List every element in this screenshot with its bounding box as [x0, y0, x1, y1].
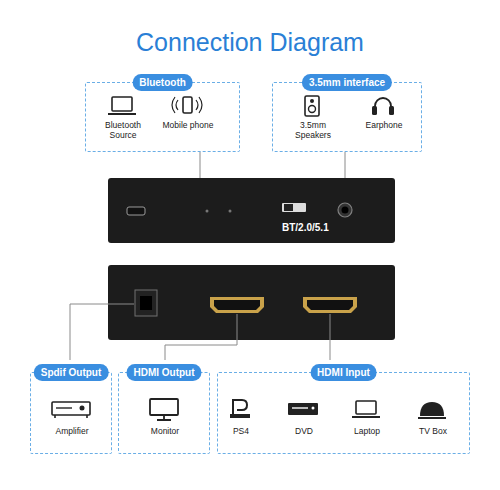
device-rear-view	[108, 265, 395, 340]
device-label: TV Box	[411, 427, 455, 437]
speaker-icon	[309, 106, 316, 113]
laptop-icon	[356, 401, 376, 414]
leader-line	[70, 304, 134, 360]
device-label: Monitor	[125, 427, 205, 437]
earphone-icon	[375, 98, 391, 112]
laptop-icon	[112, 97, 132, 111]
connection-panel: 3.5mm interface3.5mm SpeakersEarphone	[272, 82, 422, 152]
dvd-icon	[312, 407, 315, 410]
phone-icon	[183, 97, 192, 113]
leader-line	[165, 314, 237, 360]
panel-heading: HDMI Output	[126, 364, 201, 381]
micro-usb-port	[127, 207, 145, 215]
laptop-icon	[352, 416, 380, 418]
connection-panel: HDMI InputPS4DVDLaptopTV Box	[217, 372, 470, 454]
connector-line	[200, 152, 201, 178]
mode-label: BT/2.0/5.1	[282, 222, 329, 234]
hdmi-port-hole	[214, 300, 260, 310]
switch-slider	[284, 204, 293, 211]
speaker-icon	[310, 99, 314, 103]
led	[206, 210, 209, 213]
panel-heading: Bluetooth	[132, 74, 193, 91]
speaker-icon	[305, 96, 319, 116]
audio-jack-hole	[342, 207, 349, 214]
device-label: 3.5mm Speakers	[282, 121, 344, 141]
device-box: BT/2.0/5.1	[108, 178, 395, 243]
audio-jack	[338, 203, 352, 217]
leader-line	[330, 314, 331, 360]
device-label: Amplifier	[35, 427, 109, 437]
hdmi-port	[210, 297, 264, 313]
tv-box-icon	[420, 402, 444, 416]
connector-line	[345, 152, 346, 178]
signal-waves	[172, 97, 202, 113]
amplifier-icon	[55, 415, 87, 418]
ps4-icon	[230, 414, 250, 418]
diagram-title: Connection Diagram	[0, 28, 500, 57]
device-label: Bluetooth Source	[92, 121, 154, 141]
device-label: PS4	[219, 427, 263, 437]
monitor-icon	[157, 415, 171, 420]
tv-box-icon	[418, 417, 446, 419]
monitor-icon	[150, 399, 178, 415]
optical-port-hole	[140, 296, 152, 310]
panel-heading: 3.5mm interface	[302, 74, 392, 91]
device-label: Laptop	[345, 427, 389, 437]
hdmi-port	[303, 297, 357, 313]
hdmi-port-hole	[307, 300, 353, 310]
device-label: DVD	[282, 427, 326, 437]
mode-switch	[282, 203, 306, 212]
panel-heading: HDMI Input	[310, 364, 377, 381]
dvd-icon	[292, 407, 308, 408]
connection-panel: HDMI OutputMonitor	[118, 372, 210, 454]
earphone-icon	[372, 106, 377, 115]
amplifier-icon	[80, 406, 85, 411]
connection-panel: BluetoothBluetooth SourceMobile phone	[85, 82, 240, 152]
device-label: Earphone	[353, 121, 415, 131]
laptop-icon	[108, 113, 136, 115]
dvd-icon	[288, 403, 318, 415]
optical-port	[135, 290, 157, 316]
amplifier-icon	[56, 407, 72, 408]
panel-heading: Spdif Output	[34, 364, 109, 381]
amplifier-icon	[52, 402, 90, 415]
earphone-icon	[389, 106, 394, 115]
device-top-view	[108, 178, 395, 243]
led	[229, 210, 232, 213]
connection-panel: Spdif OutputAmplifier	[30, 372, 112, 454]
device-label: Mobile phone	[157, 121, 219, 131]
